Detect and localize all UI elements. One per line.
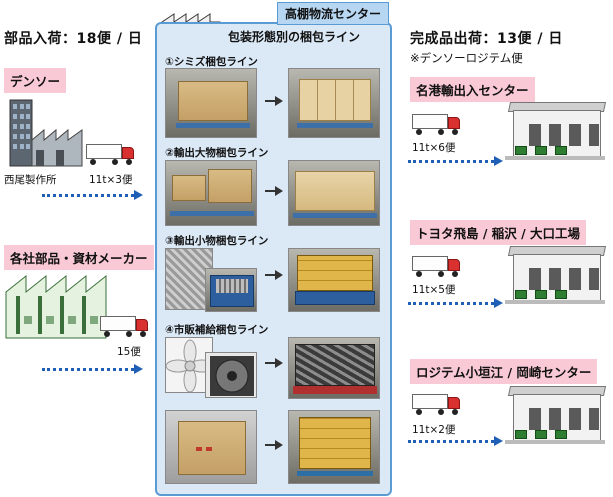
- destination-1-trips: 11t×6便: [412, 140, 455, 155]
- inbound-arrowhead-1: [134, 190, 143, 200]
- destination-2-warehouse-icon: [505, 244, 605, 304]
- outbound-arrowhead-3: [494, 436, 503, 446]
- outbound-arrow-3: [408, 440, 494, 443]
- outbound-arrow-1: [408, 160, 494, 163]
- destination-3-trips: 11t×2便: [412, 422, 455, 437]
- source-denso-trips: 11t×3便: [89, 172, 132, 187]
- line-3-arrow-icon: [265, 268, 283, 282]
- line-4-after-photo: [288, 337, 380, 399]
- inbound-arrow-1: [42, 194, 134, 197]
- inbound-arrow-2: [42, 368, 134, 371]
- line-3-after-photo: [288, 248, 380, 312]
- line-1-after-photo: [288, 68, 380, 138]
- truck-icon: [412, 392, 462, 416]
- truck-icon: [412, 112, 462, 136]
- destination-1-warehouse-icon: [505, 100, 605, 160]
- truck-icon: [86, 142, 136, 166]
- line-4-box-photo: [165, 410, 257, 484]
- factory-name: 西尾製作所: [4, 172, 57, 187]
- outbound-heading: 完成品出荷：13便 / 日: [410, 28, 563, 48]
- center-subtitle: 包装形態別の梱包ライン: [228, 28, 360, 45]
- destination-3-warehouse-icon: [505, 384, 605, 444]
- outbound-note: ※デンソーロジテム便: [410, 50, 523, 66]
- source-makers-trips: 15便: [117, 344, 141, 359]
- supplier-factory-illustration: [4, 272, 114, 340]
- truck-icon: [100, 314, 150, 338]
- destination-3-label: ロジテム小垣江 / 岡崎センター: [410, 359, 597, 384]
- line-4-label: ④市販補給梱包ライン: [165, 322, 268, 337]
- line-4b-arrow-icon: [265, 438, 283, 452]
- center-title: 高棚物流センター: [277, 2, 389, 25]
- line-3-label: ③輸出小物梱包ライン: [165, 233, 268, 248]
- truck-icon: [412, 254, 462, 278]
- outbound-arrowhead-2: [494, 298, 503, 308]
- line-4-shroud-photo: [205, 352, 257, 398]
- source-denso-label: デンソー: [4, 68, 66, 93]
- line-2-label: ②輸出大物梱包ライン: [165, 145, 268, 160]
- line-4-arrow-icon: [265, 356, 283, 370]
- line-4b-after-photo: [288, 410, 380, 484]
- line-2-arrow-icon: [265, 184, 283, 198]
- denso-factory-illustration: [6, 96, 86, 170]
- destination-1-label: 名港輸出入センター: [410, 77, 535, 102]
- inbound-heading: 部品入荷：18便 / 日: [4, 28, 142, 48]
- line-1-before-photo: [165, 68, 257, 138]
- outbound-arrowhead-1: [494, 156, 503, 166]
- inbound-arrowhead-2: [134, 364, 143, 374]
- destination-2-trips: 11t×5便: [412, 282, 455, 297]
- line-1-label: ①シミズ梱包ライン: [165, 54, 258, 69]
- outbound-arrow-2: [408, 302, 494, 305]
- line-2-before-photo: [165, 160, 257, 226]
- line-3-bin-photo: [205, 268, 257, 312]
- destination-2-label: トヨタ飛島 / 稲沢 / 大口工場: [410, 220, 586, 245]
- line-2-after-photo: [288, 160, 380, 226]
- source-makers-label: 各社部品・資材メーカー: [4, 245, 154, 270]
- line-1-arrow-icon: [265, 94, 283, 108]
